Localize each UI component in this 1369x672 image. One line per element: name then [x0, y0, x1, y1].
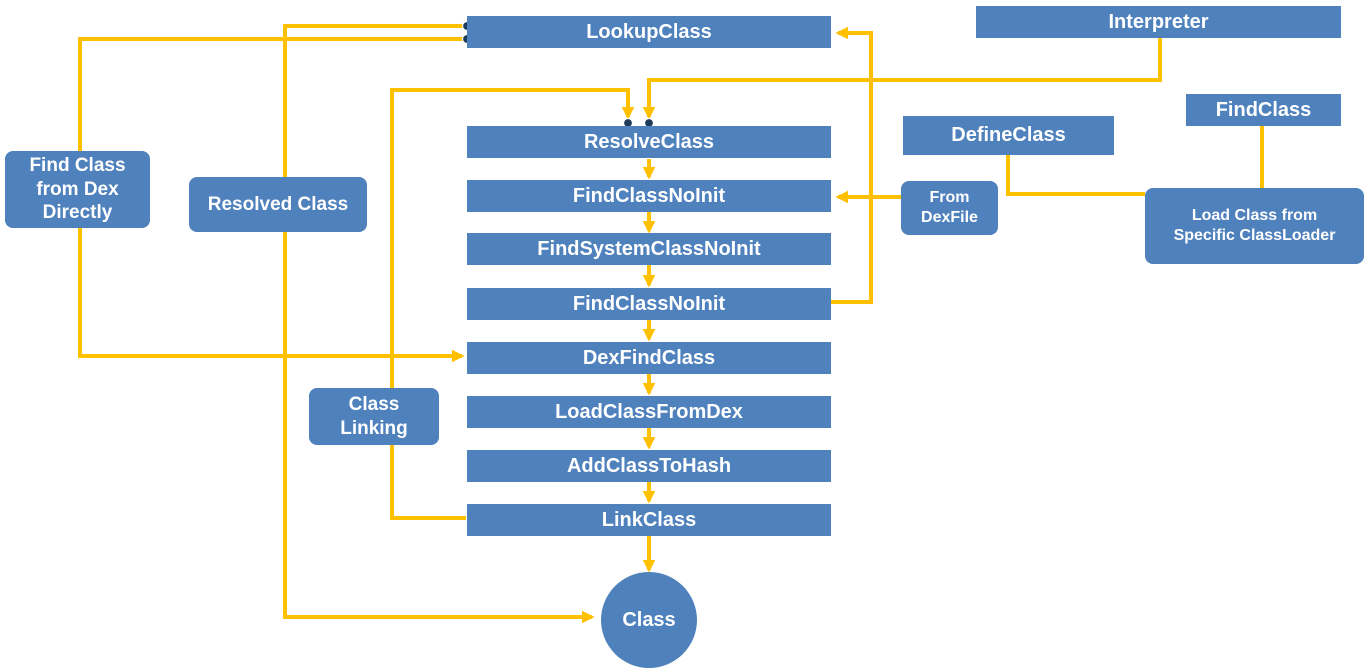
node-lookup-class: LookupClass	[467, 16, 831, 48]
label-class-linking: Class Linking	[309, 388, 439, 445]
node-load-class-from-dex: LoadClassFromDex	[467, 396, 831, 428]
node-class: Class	[601, 572, 697, 668]
connector-findnoinit2-to-lookup	[831, 26, 873, 304]
label-from-dexfile: From DexFile	[901, 181, 998, 235]
node-find-class-no-init-2: FindClassNoInit	[467, 288, 831, 320]
label-find-class-from-dex: Find Class from Dex Directly	[5, 151, 150, 228]
node-dex-find-class: DexFindClass	[467, 342, 831, 374]
node-link-class: LinkClass	[467, 504, 831, 536]
connector-interpreter	[642, 38, 1162, 120]
node-interpreter: Interpreter	[976, 6, 1341, 38]
node-find-class: FindClass	[1186, 94, 1341, 126]
label-resolved-class: Resolved Class	[189, 177, 367, 232]
node-resolve-class: ResolveClass	[467, 126, 831, 158]
connector-defineclass	[1006, 155, 1145, 196]
node-find-system-class-no-init: FindSystemClassNoInit	[467, 233, 831, 265]
connector-resolved-class	[283, 24, 595, 624]
label-load-class-specific-loader: Load Class from Specific ClassLoader	[1145, 188, 1364, 264]
node-define-class: DefineClass	[903, 116, 1114, 155]
node-find-class-no-init-1: FindClassNoInit	[467, 180, 831, 212]
connector-class-linking	[390, 88, 635, 520]
node-add-class-to-hash: AddClassToHash	[467, 450, 831, 482]
